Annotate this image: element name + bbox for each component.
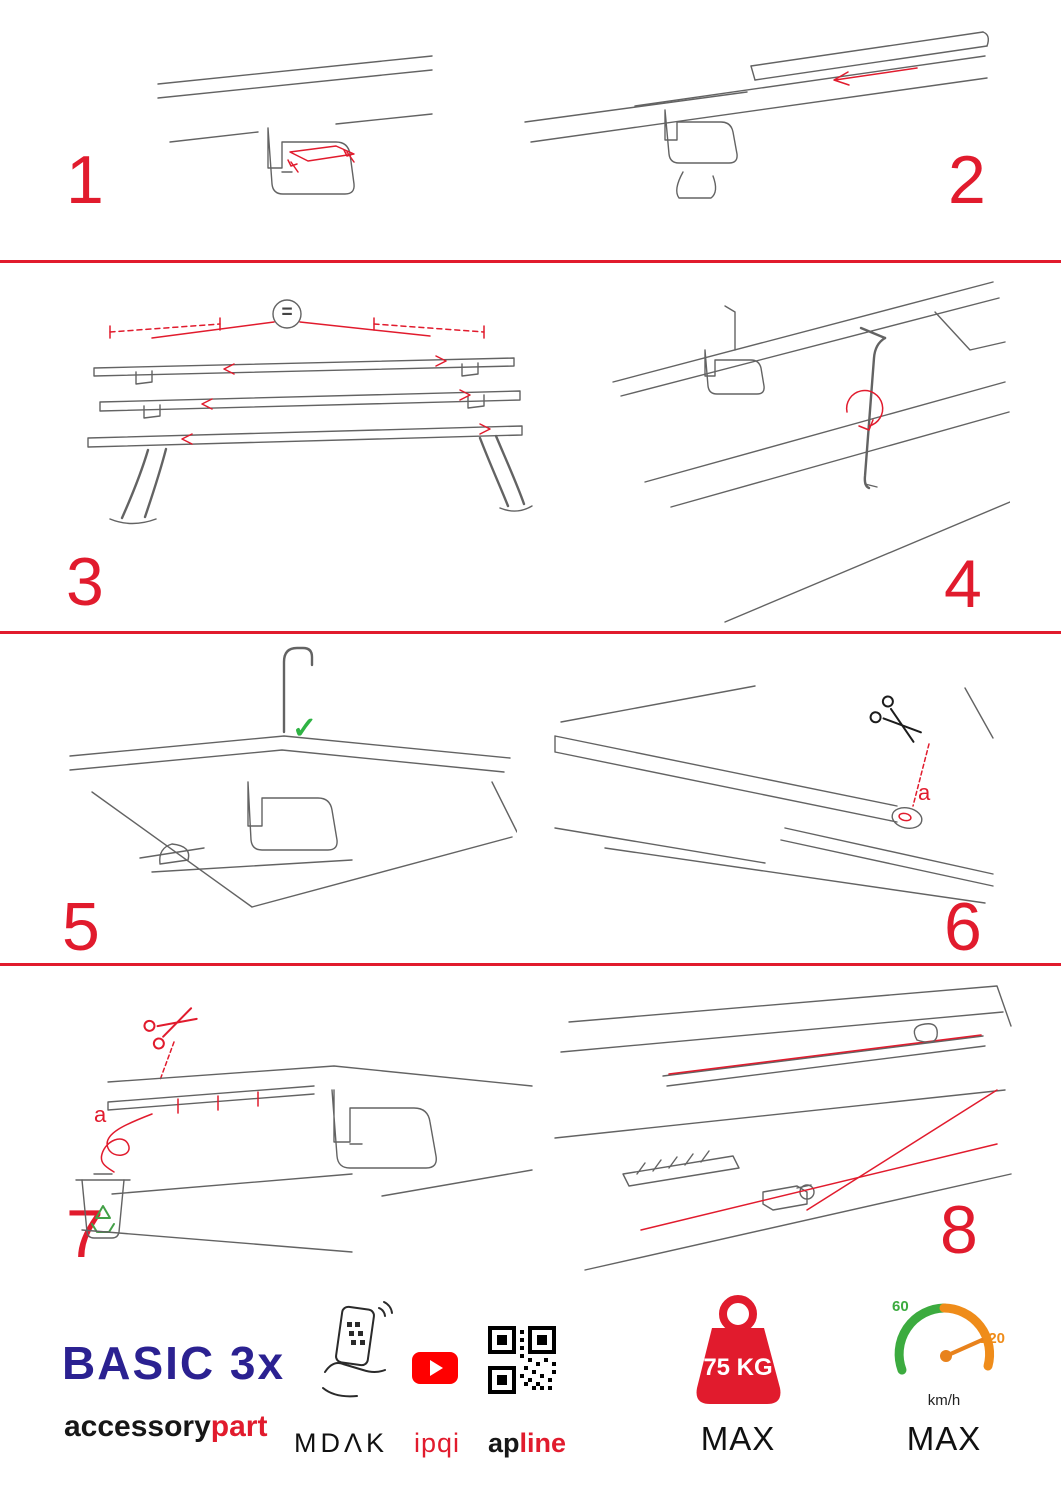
step-6-illustration bbox=[554, 685, 994, 904]
speed-unit-label: km/h bbox=[927, 1392, 961, 1409]
apline-line: line bbox=[519, 1428, 567, 1458]
trash-icon bbox=[75, 1173, 131, 1239]
section-divider bbox=[0, 631, 1061, 634]
partner-apline-logo: apline bbox=[488, 1428, 566, 1459]
phone-scan-icon bbox=[322, 1301, 393, 1398]
max-load-value: 75 KG bbox=[703, 1354, 773, 1381]
step-2-number: 2 bbox=[948, 142, 986, 218]
step-1-illustration bbox=[157, 55, 433, 195]
scissors-icon bbox=[143, 1007, 198, 1050]
hatched-rail-piece bbox=[622, 1150, 740, 1187]
max-speed-label: MAX bbox=[906, 1420, 982, 1457]
hook-tool bbox=[282, 646, 314, 734]
step-2-illustration bbox=[524, 31, 990, 199]
gauge-needle bbox=[944, 1338, 984, 1358]
brand-logo: BASIC 3x bbox=[62, 1337, 286, 1389]
max-load-icon bbox=[696, 1295, 781, 1404]
scissors-icon bbox=[869, 695, 922, 743]
check-icon: ✓ bbox=[292, 712, 318, 745]
step-8-illustration bbox=[554, 985, 1012, 1271]
wordmark: accessorypart bbox=[64, 1410, 267, 1444]
wordmark-accessory: accessory bbox=[64, 1410, 211, 1443]
step-8-number: 8 bbox=[940, 1192, 978, 1268]
apline-ap: ap bbox=[488, 1428, 520, 1458]
step-4-illustration bbox=[612, 281, 1010, 623]
step-3-illustration bbox=[87, 299, 533, 525]
allen-key bbox=[859, 326, 887, 490]
section-divider bbox=[0, 963, 1061, 966]
speed-high-label: 120 bbox=[980, 1330, 1006, 1347]
insert-pad-highlight bbox=[287, 145, 355, 173]
qr-code-icon bbox=[488, 1326, 556, 1394]
wordmark-part: part bbox=[210, 1410, 268, 1443]
step-5-number: 5 bbox=[62, 889, 100, 965]
step-5-illustration bbox=[69, 646, 517, 908]
step-3-number: 3 bbox=[66, 544, 104, 620]
partner-ipqi-logo: ipqi bbox=[414, 1428, 461, 1458]
rotate-arrow bbox=[845, 389, 884, 431]
speed-low-label: 60 bbox=[892, 1298, 909, 1315]
slide-arrow bbox=[833, 67, 918, 86]
max-load-label: MAX bbox=[700, 1420, 776, 1457]
speedometer-icon bbox=[894, 1303, 995, 1375]
cut-label-a: a bbox=[94, 1102, 107, 1127]
t-adapter-piece bbox=[762, 1184, 815, 1211]
partner-mdak-logo: MDΛK bbox=[294, 1428, 389, 1458]
section-divider bbox=[0, 260, 1061, 263]
step-4-number: 4 bbox=[944, 546, 982, 622]
step-7-illustration bbox=[75, 1007, 533, 1253]
equal-spacing-badge bbox=[272, 299, 302, 329]
play-icon bbox=[430, 1360, 443, 1376]
cut-point-highlight bbox=[898, 812, 912, 822]
recycle-icon bbox=[91, 1205, 115, 1233]
step-6-number: 6 bbox=[944, 889, 982, 965]
equal-spacing-symbol: = bbox=[281, 302, 293, 323]
step-1-number: 1 bbox=[66, 142, 104, 218]
cut-label-a: a bbox=[918, 780, 931, 805]
youtube-icon bbox=[412, 1352, 458, 1384]
